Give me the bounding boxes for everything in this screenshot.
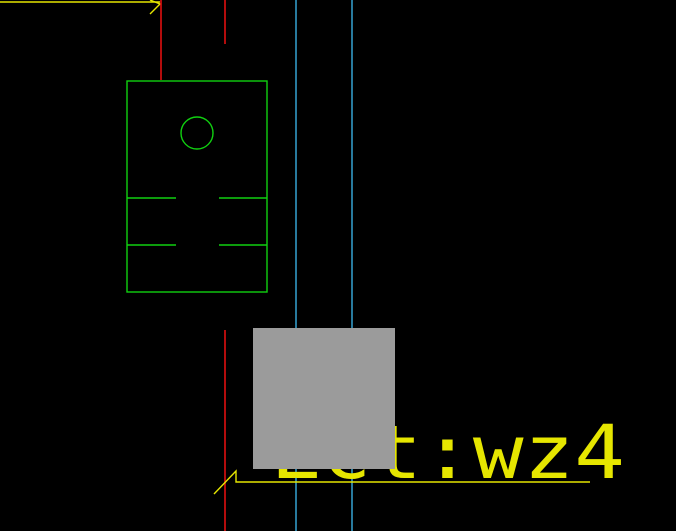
circle-icon (180, 116, 214, 150)
symbol-frame (126, 80, 268, 293)
top-annotation-arrow[interactable] (0, 0, 162, 15)
label-leader-line (213, 469, 590, 495)
arrow-tip-icon (149, 0, 162, 15)
selection-overlay-box[interactable] (253, 328, 395, 469)
green-device-symbol[interactable] (126, 80, 268, 293)
